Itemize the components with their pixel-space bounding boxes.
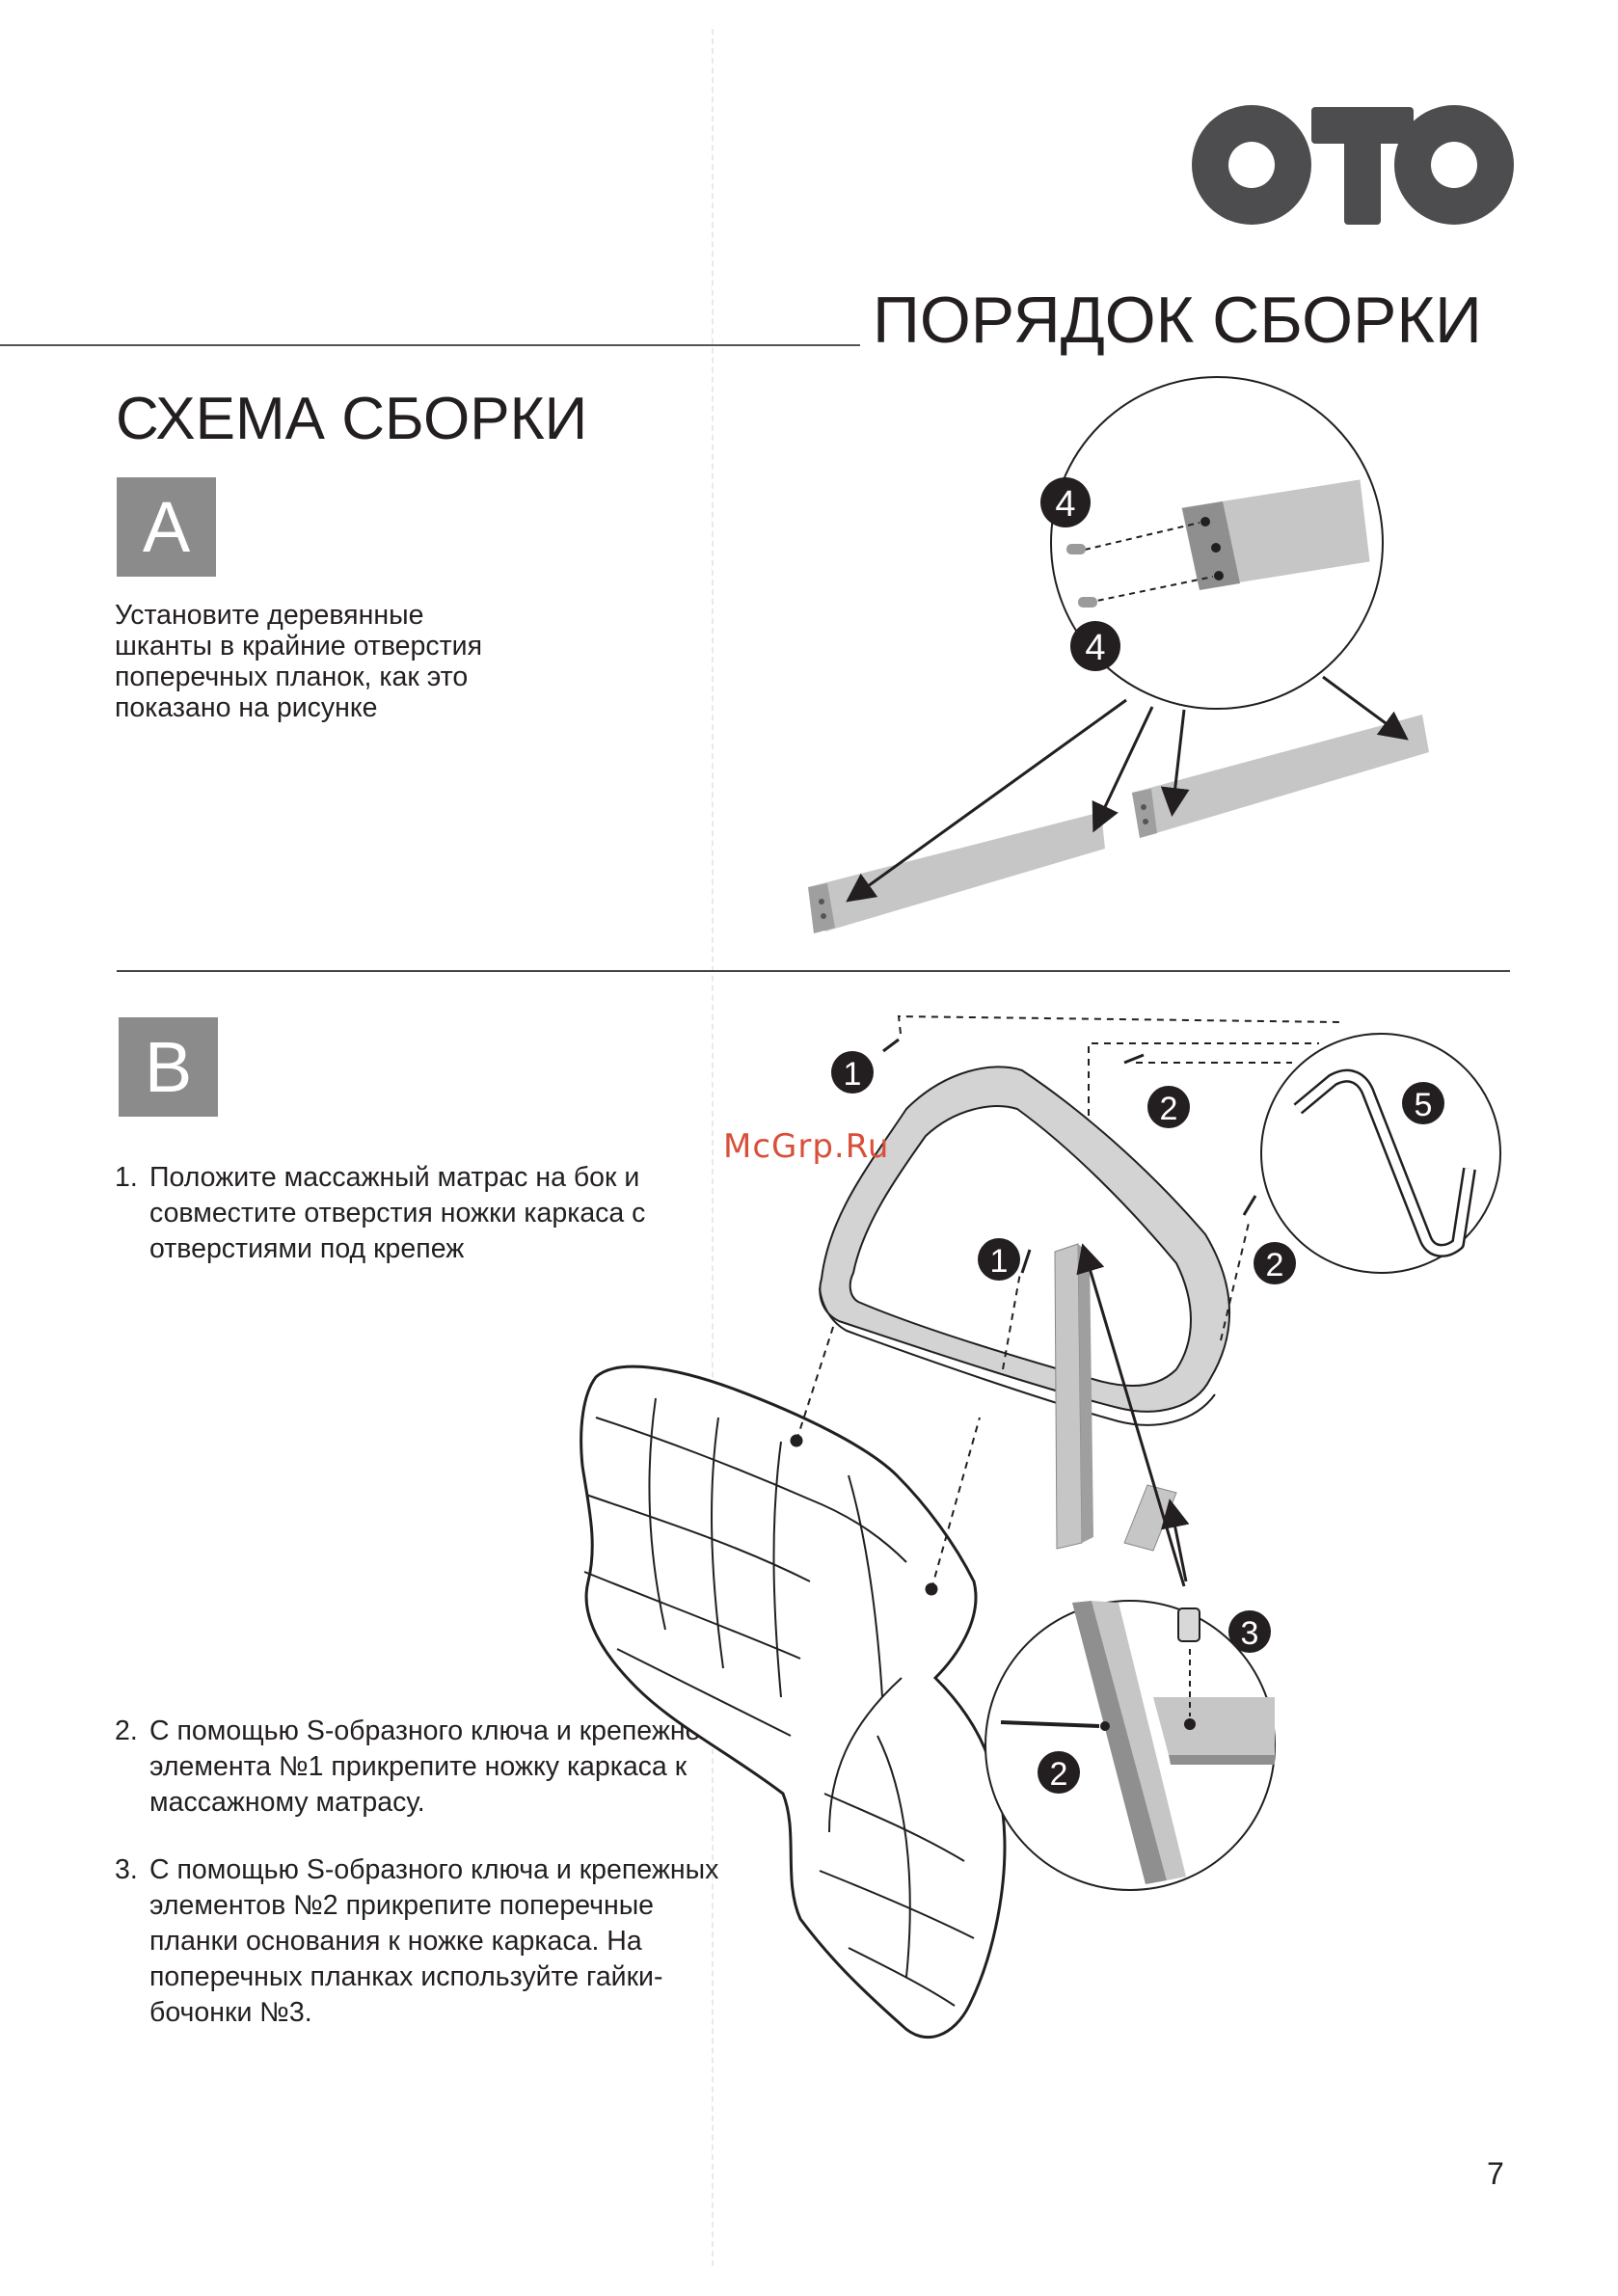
vertical-post [1054,1243,1093,1550]
svg-text:2: 2 [1160,1091,1178,1127]
step-a-instruction: Установите деревянные шканты в крайние о… [115,600,483,723]
item-text: Положите массажный матрас на бок и совме… [149,1162,646,1264]
svg-text:4: 4 [1055,484,1075,525]
svg-text:3: 3 [1241,1615,1259,1652]
page-number: 7 [1487,2156,1504,2191]
fold-guide-line [712,29,714,2266]
callout-1-mid: 1 [978,1238,1020,1281]
s-key-detail-circle [1260,1033,1501,1274]
item-text: С помощью S-образного ключа и крепежных … [149,1854,719,2028]
item-number: 2. [115,1715,138,1746]
watermark-text: McGrp.Ru [723,1127,890,1166]
callout-5: 5 [1402,1082,1444,1124]
svg-text:4: 4 [1085,628,1105,668]
cross-bar-b [1123,1484,1177,1552]
barrel-nut-detail-circle [984,1600,1276,1891]
brand-logo [1192,105,1514,225]
step-b-badge: B [119,1017,218,1117]
callout-2-right: 2 [1254,1242,1296,1284]
step-a-illustration: 4 4 [808,376,1429,933]
instruction-item-2: 2. С помощью S-образного ключа и крепежно… [115,1714,732,1821]
cross-bar-right [1132,715,1429,838]
callout-3: 3 [1228,1610,1271,1653]
cross-bar-left [808,812,1105,933]
section-title: СХЕМА СБОРКИ [116,386,588,452]
callout-4-bottom: 4 [1070,621,1120,671]
svg-text:5: 5 [1415,1087,1433,1123]
title-underline [0,344,860,346]
item-number: 1. [115,1162,138,1193]
instruction-item-1: 1. Положите массажный матрас на бок и сов… [115,1160,732,1267]
svg-text:2: 2 [1266,1247,1284,1283]
massage-mattress [580,1364,1007,2039]
svg-text:1: 1 [990,1243,1009,1280]
dowel-icon [1066,544,1086,554]
callout-1-top: 1 [831,1051,874,1094]
svg-text:2: 2 [1050,1756,1068,1793]
item-number: 3. [115,1854,138,1885]
dowel-icon [1078,597,1097,608]
page-title: ПОРЯДОК СБОРКИ [873,284,1482,357]
svg-text:1: 1 [844,1056,862,1093]
frame-leg [819,1066,1231,1426]
item-text: С помощью S-образного ключа и крепежного… [149,1715,726,1818]
callout-4-top: 4 [1040,477,1091,527]
instruction-item-3: 3. С помощью S-образного ключа и крепежны… [115,1852,732,2031]
barrel-nut-icon [1177,1607,1200,1642]
callout-2-top: 2 [1147,1086,1190,1128]
section-divider [117,970,1510,972]
callout-2-bottom: 2 [1038,1751,1080,1794]
step-a-badge: A [117,477,216,577]
